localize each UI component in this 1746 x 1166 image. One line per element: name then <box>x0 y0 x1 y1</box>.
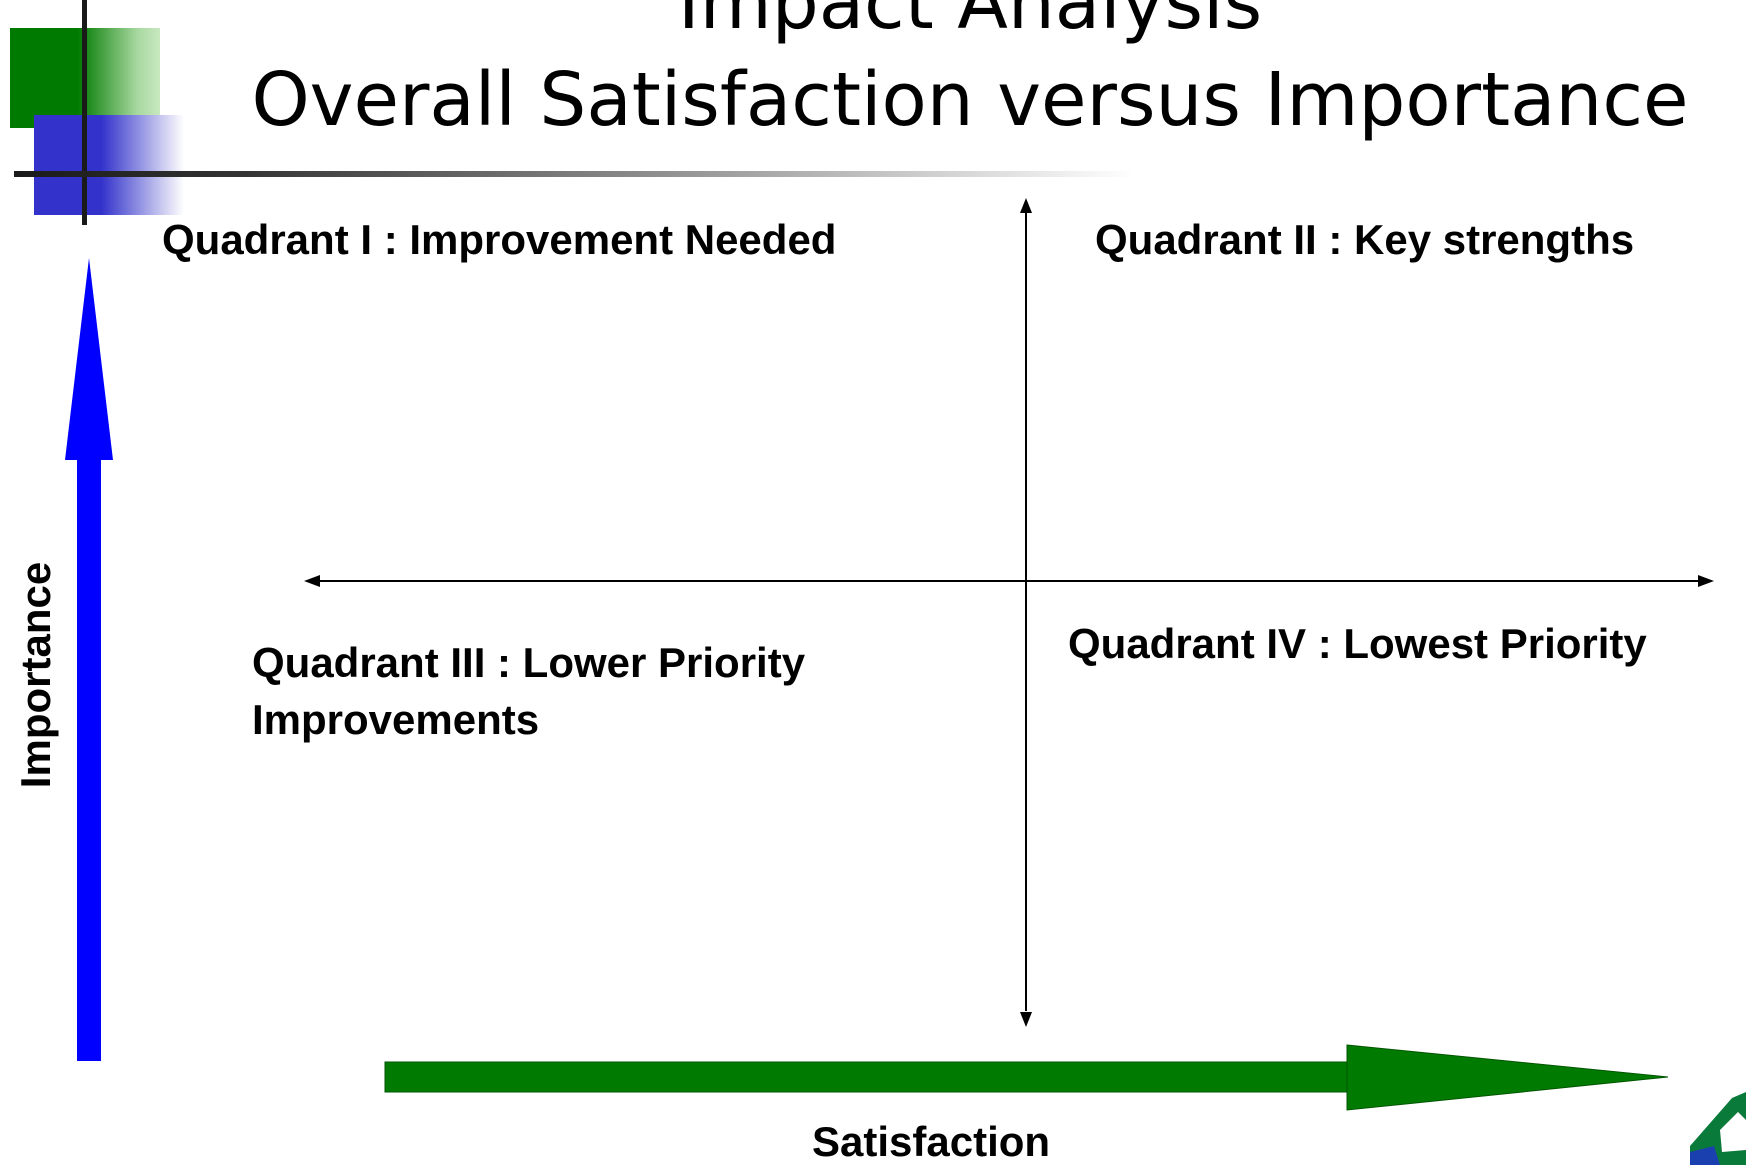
importance-arrow-head <box>65 258 113 460</box>
satisfaction-arrow <box>384 1044 1669 1111</box>
quadrant-3-label-line-2: Improvements <box>252 696 540 743</box>
slide-title: Impact Analysis Overall Satisfaction ver… <box>200 0 1740 149</box>
quadrant-3-label-line-1: Quadrant III : Lower Priority <box>252 639 806 686</box>
slide-title-line-2: Overall Satisfaction versus Importance <box>251 57 1689 143</box>
decor-vertical-rule <box>82 0 87 225</box>
quadrant-1-label: Quadrant I : Improvement Needed <box>162 216 837 263</box>
decor-blue-square <box>34 115 184 215</box>
importance-axis-label: Importance <box>12 561 59 789</box>
slide-title-line-1: Impact Analysis <box>677 0 1263 46</box>
importance-arrow-shaft <box>77 458 101 1061</box>
satisfaction-arrow-head <box>1346 1044 1669 1111</box>
vertical-axis-arrowhead-top <box>1020 198 1032 213</box>
quadrant-2-label: Quadrant II : Key strengths <box>1095 216 1635 263</box>
corner-logo-blue-shape <box>1690 1146 1720 1165</box>
vertical-axis-arrowhead-bottom <box>1020 1012 1032 1027</box>
horizontal-axis-arrowhead-right <box>1698 575 1714 587</box>
quadrant-4-label: Quadrant IV : Lowest Priority <box>1068 620 1647 667</box>
title-underline <box>14 171 1134 177</box>
importance-arrow <box>65 258 113 1061</box>
corner-logo <box>1690 1092 1746 1165</box>
satisfaction-axis-label: Satisfaction <box>812 1118 1051 1165</box>
corner-logo-white-shape <box>1720 1112 1746 1152</box>
quadrant-3-label: Quadrant III : Lower Priority Improvemen… <box>252 634 805 748</box>
satisfaction-arrow-shaft <box>384 1061 1350 1093</box>
horizontal-axis-arrowhead-left <box>304 575 320 587</box>
